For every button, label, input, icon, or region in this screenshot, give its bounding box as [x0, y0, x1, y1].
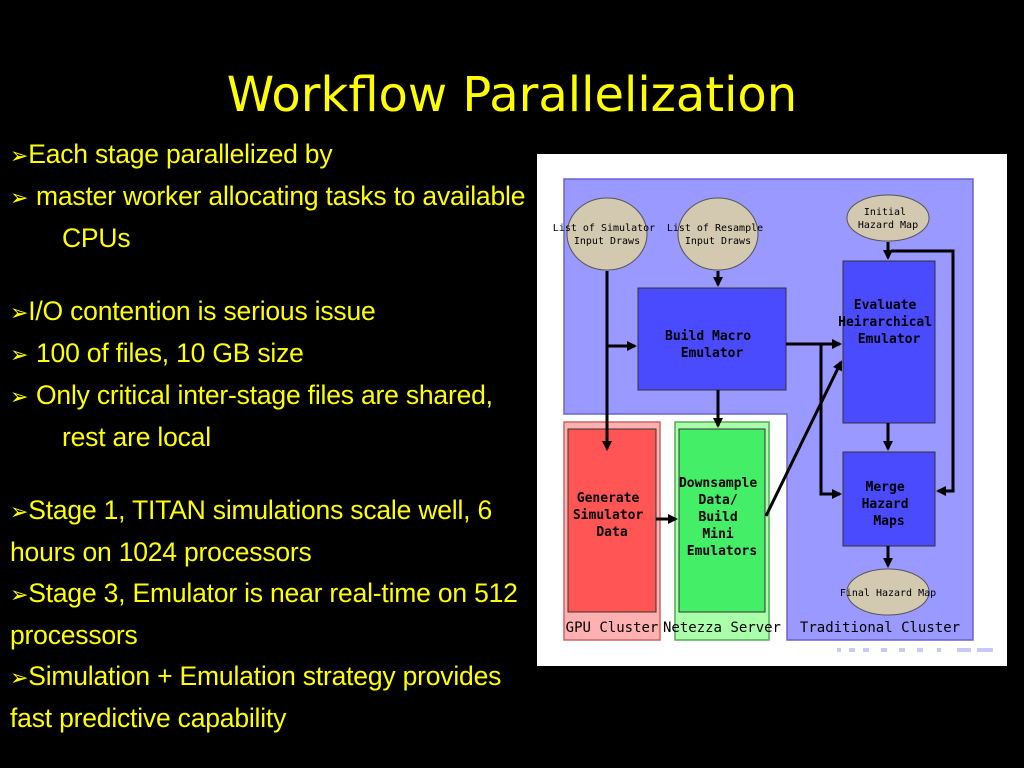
simulator-input-draws-label: List of Simulator Input Draws [553, 223, 661, 247]
bullet-arrow-icon: ➢ [10, 499, 29, 524]
bullet-item: ➢Stage 1, TITAN simulations scale well, … [10, 490, 535, 573]
connector-arrows [602, 242, 955, 568]
traditional-cluster-label: Traditional Cluster [800, 620, 960, 636]
bullet-list: ➢Each stage parallelized by ➢master work… [10, 134, 535, 739]
evaluate-emulator-node [842, 260, 936, 424]
build-macro-emulator-label: Build Macro Emulator [665, 329, 759, 361]
bullet-arrow-icon: ➢ [10, 582, 29, 607]
workflow-diagram-svg: List of Simulator Input Draws List of Re… [553, 178, 993, 652]
generate-simulator-data-node [567, 428, 657, 613]
generate-simulator-data-label: Generate Simulator Data [573, 491, 651, 540]
bullet-item: ➢Each stage parallelized by [10, 134, 535, 176]
bullet-item: ➢Only critical inter-stage files are sha… [10, 380, 493, 452]
gpu-cluster-label: GPU Cluster [566, 620, 659, 636]
bullet-item: ➢Simulation + Emulation strategy provide… [10, 656, 535, 739]
bullet-arrow-icon: ➢ [10, 143, 29, 168]
final-hazard-map-node [846, 568, 930, 616]
workflow-diagram: List of Simulator Input Draws List of Re… [537, 154, 1007, 666]
downsample-node [678, 428, 766, 613]
initial-hazard-map-label: Initial Hazard Map [858, 207, 918, 231]
bullet-item: ➢master worker allocating tasks to avail… [10, 181, 526, 253]
merge-hazard-maps-node [842, 451, 936, 547]
evaluate-emulator-label: Evaluate Heirarchical Emulator [838, 298, 940, 347]
bullet-arrow-icon: ➢ [10, 665, 29, 690]
build-macro-emulator-node [637, 287, 787, 391]
simulator-input-draws-node [566, 197, 648, 271]
netezza-server-label: Netezza Server [663, 620, 781, 636]
merge-hazard-maps-label: Merge Hazard Maps [862, 480, 917, 529]
bullet-item: ➢100 of files, 10 GB size [10, 338, 304, 368]
bullet-item: ➢Stage 3, Emulator is near real-time on … [10, 573, 535, 656]
final-hazard-map-label: Final Hazard Map [840, 588, 936, 599]
resample-input-draws-label: List of Resample Input Draws [667, 223, 769, 247]
resample-input-draws-node [677, 197, 759, 271]
bullet-item: ➢I/O contention is serious issue [10, 291, 535, 333]
bullet-arrow-icon: ➢ [10, 300, 29, 325]
downsample-label: Downsample Data/ Build Mini Emulators [679, 476, 765, 559]
nav-controls-icon [837, 648, 993, 652]
initial-hazard-map-node [846, 194, 930, 242]
slide-title: Workflow Parallelization [226, 67, 798, 123]
